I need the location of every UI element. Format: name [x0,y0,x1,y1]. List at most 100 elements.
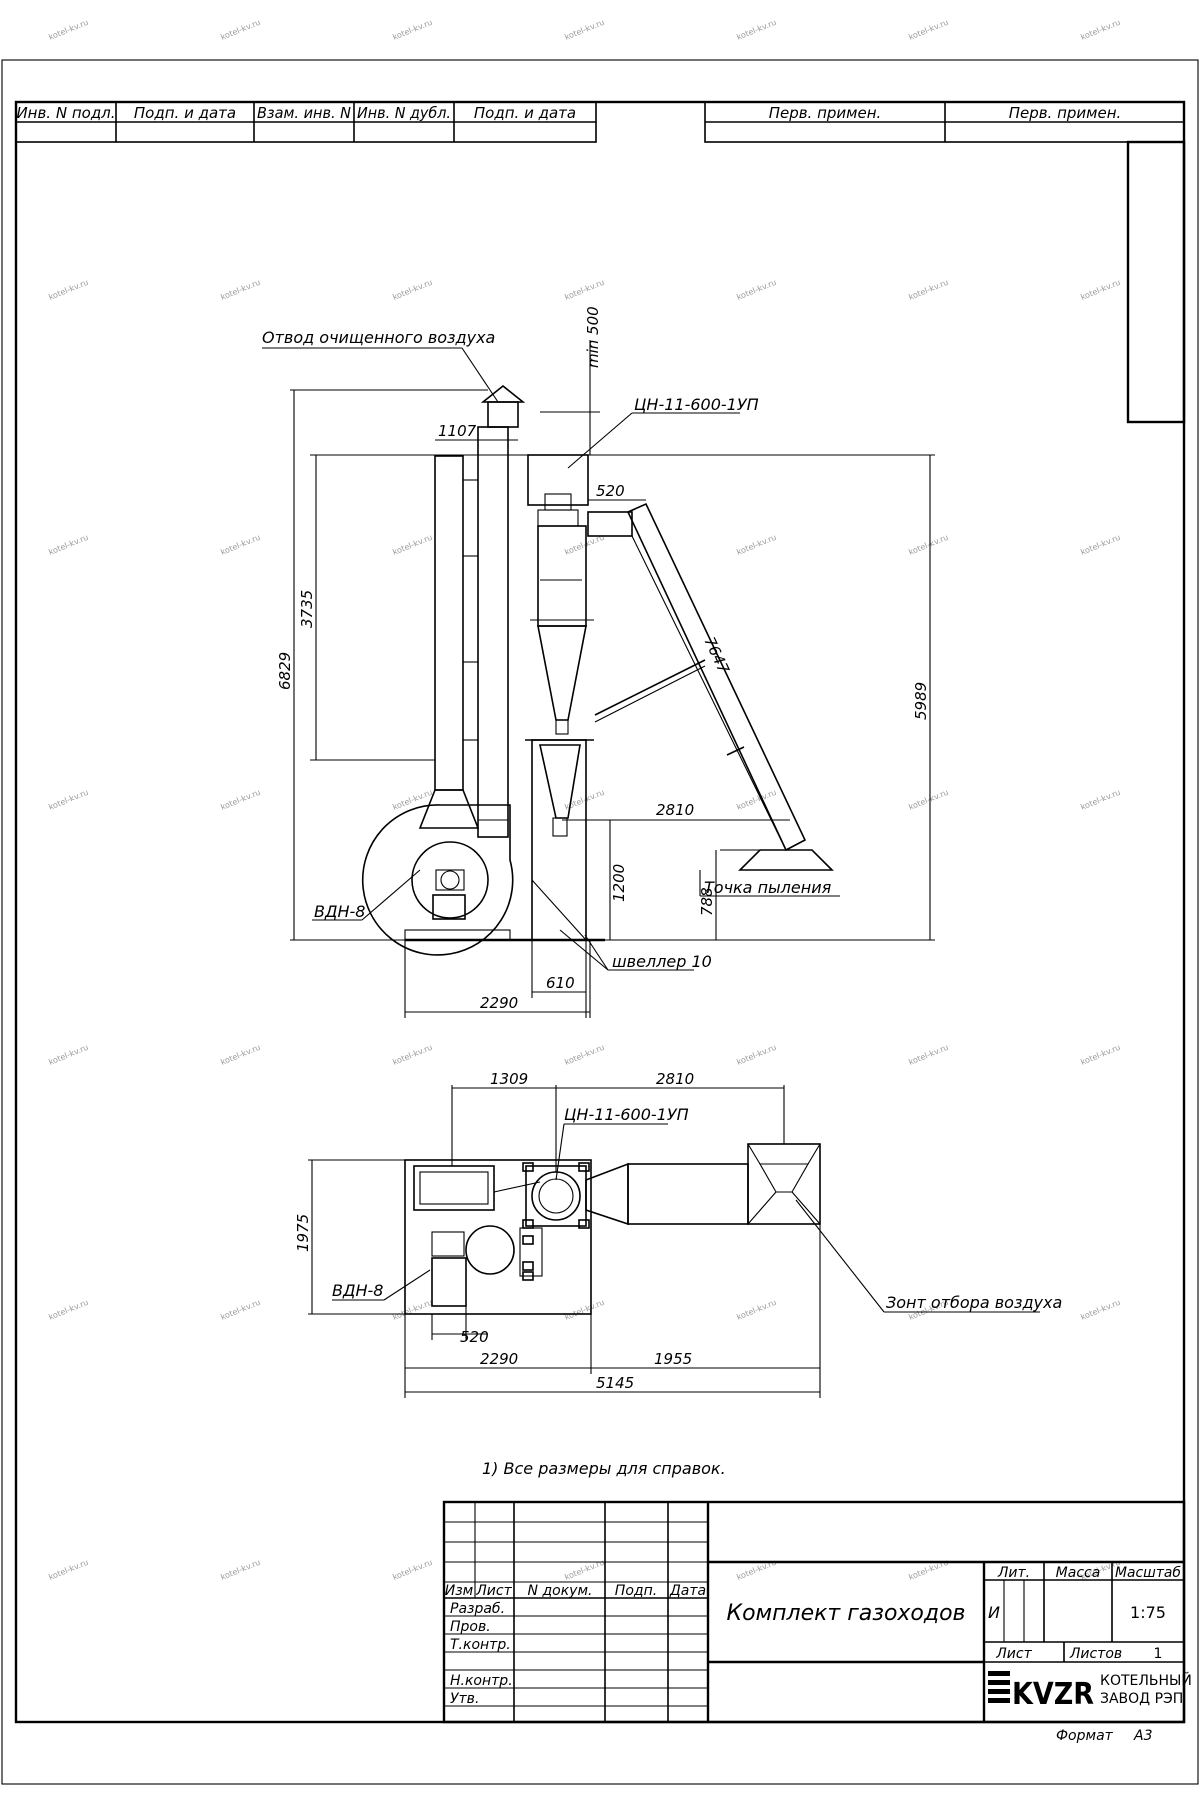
plan-view: ЦН-11-600-1УП ВДН-8 Зонт отбора воздуха … [294,1070,1062,1398]
label-dust-point: Точка пыления [704,878,832,897]
label-fan-plan: ВДН-8 [332,1281,383,1300]
tb-sheet-head: Лист [995,1646,1032,1662]
plan-cyclone [465,1162,590,1281]
watermark-text: kotel-kv.ru [1079,533,1121,557]
tb-head-date: Дата [669,1583,706,1599]
watermark-text: kotel-kv.ru [47,788,89,812]
label-cyclone-side: ЦН-11-600-1УП [634,395,759,414]
tb-role-approved: Утв. [450,1691,479,1707]
dim-2290-plan: 2290 [480,1350,518,1368]
header-sign-date-1: Подп. и дата [134,104,236,122]
watermark-text: kotel-kv.ru [1079,18,1121,42]
dim-1107: 1107 [438,422,477,440]
plan-duct-hood [585,1143,821,1226]
watermark-text: kotel-kv.ru [563,18,605,42]
watermark-text: kotel-kv.ru [47,1558,89,1582]
label-clean-air-outlet: Отвод очищенного воздуха [262,328,495,347]
dim-1200: 1200 [610,864,628,902]
watermark-text: kotel-kv.ru [219,788,261,812]
side-leaders [262,347,840,971]
label-hood: Зонт отбора воздуха [886,1293,1062,1312]
dim-520-side: 520 [596,482,625,500]
header-first-use-1: Перв. примен. [769,104,882,122]
plan-base [404,1159,592,1315]
tb-head-sign: Подп. [615,1583,657,1599]
dim-2290-side: 2290 [480,994,518,1012]
watermark-text: kotel-kv.ru [47,1298,89,1322]
watermark-text: kotel-kv.ru [219,1558,261,1582]
dim-min500: min 500 [584,306,602,368]
watermark-layer: kotel-kv.ru kotel-kv.ru kotel-kv.ru kotel-k… [47,18,1121,1582]
watermark-text: kotel-kv.ru [391,278,433,302]
watermark-text: kotel-kv.ru [391,18,433,42]
dim-6829: 6829 [276,652,294,690]
logo-kvzr: KVZR [1012,1677,1094,1712]
company-logo: KVZR [988,1671,1094,1712]
tb-role-checked: Пров. [450,1619,491,1635]
format-value: А3 [1133,1728,1152,1744]
tb-scale-head: Масштаб [1115,1565,1181,1581]
watermark-text: kotel-kv.ru [1079,788,1121,812]
watermark-text: kotel-kv.ru [47,1043,89,1067]
dim-2810-plan: 2810 [656,1070,694,1088]
clean-air-duct [463,384,526,838]
watermark-text: kotel-kv.ru [735,533,777,557]
watermark-text: kotel-kv.ru [391,1298,433,1322]
watermark-text: kotel-kv.ru [391,1043,433,1067]
company-name-line2: ЗАВОД РЭП [1100,1691,1183,1707]
side-view: Отвод очищенного воздуха ЦН-11-600-1УП В… [262,306,935,1018]
watermark-text: kotel-kv.ru [1079,1298,1121,1322]
header-sign-date-2: Подп. и дата [474,104,576,122]
dim-1309: 1309 [490,1070,528,1088]
watermark-text: kotel-kv.ru [735,788,777,812]
watermark-text: kotel-kv.ru [1079,278,1121,302]
watermark-text: kotel-kv.ru [219,1043,261,1067]
header-first-use-2: Перв. примен. [1009,104,1122,122]
watermark-text: kotel-kv.ru [907,278,949,302]
tb-head-doc: N докум. [528,1583,593,1599]
tb-role-developer: Разраб. [450,1601,505,1617]
tb-lit-value: И [988,1603,1000,1622]
watermark-text: kotel-kv.ru [47,18,89,42]
dim-1955: 1955 [654,1350,692,1368]
inclined-duct [587,502,834,871]
cyclone-tsn11 [527,454,594,837]
watermark-text: kotel-kv.ru [735,18,777,42]
tb-scale-value: 1:75 [1130,1603,1166,1622]
watermark-text: kotel-kv.ru [47,278,89,302]
watermark-text: kotel-kv.ru [563,1043,605,1067]
header-inv-dubl: Инв. N дубл. [357,104,451,122]
sheet-border [1,59,1199,1785]
watermark-text: kotel-kv.ru [907,1043,949,1067]
plan-leaders [332,1123,1040,1313]
format-label: Формат [1056,1728,1114,1744]
dim-610: 610 [546,974,575,992]
header-table: Инв. N подл. Подп. и дата Взам. инв. N И… [15,101,1186,424]
note-dimensions-reference: 1) Все размеры для справок. [482,1459,726,1478]
dim-1975: 1975 [294,1214,312,1252]
tb-head-list: Лист [475,1583,512,1599]
dim-3735: 3735 [298,590,316,628]
header-replace-inv: Взам. инв. N [257,104,351,122]
watermark-text: kotel-kv.ru [735,1298,777,1322]
tb-head-izm: Изм [445,1583,474,1599]
tb-role-norm-control: Н.контр. [450,1673,513,1689]
watermark-text: kotel-kv.ru [219,278,261,302]
tb-lit-head: Лит. [997,1565,1030,1581]
watermark-text: kotel-kv.ru [907,533,949,557]
support-frame [525,739,594,941]
plan-fan [413,1165,541,1307]
label-cyclone-plan: ЦН-11-600-1УП [564,1105,689,1124]
tb-sheets-value: 1 [1154,1646,1163,1662]
label-fan-side: ВДН-8 [314,902,365,921]
company-name-line1: КОТЕЛЬНЫЙ [1100,1671,1192,1689]
tb-role-tech-control: Т.контр. [450,1637,511,1653]
watermark-text: kotel-kv.ru [563,1298,605,1322]
dim-5989: 5989 [912,682,930,720]
dim-5145: 5145 [596,1374,634,1392]
watermark-text: kotel-kv.ru [391,533,433,557]
watermark-text: kotel-kv.ru [1079,1043,1121,1067]
tb-mass-head: Масса [1056,1565,1101,1581]
